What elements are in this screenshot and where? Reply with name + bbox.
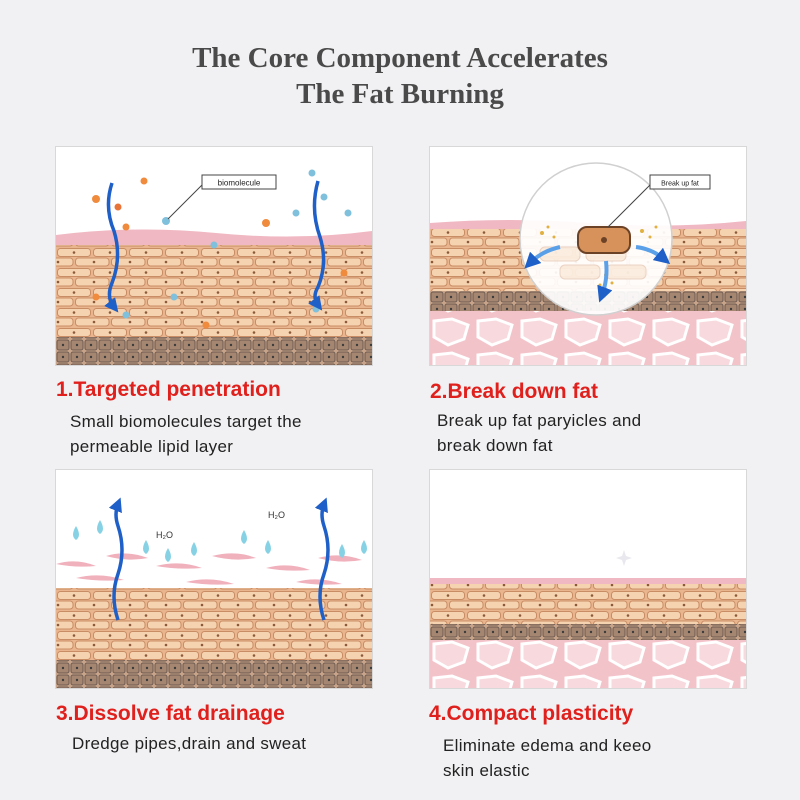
drainage-arrow-left [108,497,124,621]
desc-line: skin elastic [443,761,530,780]
desc-line: Eliminate edema and keeo [443,736,652,755]
penetration-arrow-right [308,180,326,311]
fat-layer [430,584,746,624]
callout-line [167,184,203,220]
desc-line: permeable lipid layer [70,437,234,456]
dermis-layer [56,660,372,688]
biomolecule-particles [92,169,352,329]
callout-break-up-fat: Break up fat [661,181,699,188]
epidermis [430,578,746,584]
desc-line: Small biomolecules target the [70,412,302,431]
water-label: H₂O [268,510,285,520]
page-title: The Core Component Accelerates The Fat B… [0,40,800,112]
heading-targeted-penetration: 1.Targeted penetration [56,378,281,401]
dermis-layer [430,624,746,640]
callout-line [607,184,651,228]
heading-compact-plasticity: 4.Compact plasticity [429,702,634,725]
desc-targeted-penetration: Small biomolecules target the permeable … [70,409,302,459]
panel-targeted-penetration: biomolecule [55,146,373,366]
heading-dissolve-fat-drainage: 3.Dissolve fat drainage [56,702,285,725]
heading-break-down-fat: 2.Break down fat [430,380,599,403]
tissue-layer [430,311,746,365]
title-line-1: The Core Component Accelerates [192,42,608,74]
desc-line: Dredge pipes,drain and sweat [72,734,307,753]
callout-box [649,174,711,190]
desc-dissolve-fat-drainage: Dredge pipes,drain and sweat [72,731,306,756]
fat-layer [56,588,372,660]
water-droplets [73,520,367,562]
dermis-layer [56,337,372,365]
callout-box [201,174,277,190]
drainage-arrow-right [314,497,330,621]
title-line-2: The Fat Burning [296,78,504,110]
sparkle-icon [616,550,632,566]
skin-illustration-1: biomolecule [56,169,372,365]
break-arrow-down [597,260,613,303]
break-arrow-left [524,245,561,269]
callout-biomolecule: biomolecule [218,179,261,188]
skin-illustration-3: H₂O H₂O [56,497,372,688]
skin-illustration-4 [430,550,746,688]
panel-compact-plasticity [429,469,747,689]
penetration-arrow-left [104,182,120,313]
desc-line: break down fat [437,436,553,455]
fat-particle-nucleus [601,237,607,243]
epidermis-flakes [56,553,362,585]
desc-break-down-fat: Break up fat paryicles and break down fa… [437,408,641,458]
panel-break-down-fat: Break up fat [429,146,747,366]
skin-illustration-2: Break up fat [430,162,746,365]
epidermis [56,229,372,247]
break-arrow-right [635,245,671,265]
desc-line: Break up fat paryicles and [437,411,642,430]
water-label: H₂O [156,530,173,540]
desc-compact-plasticity: Eliminate edema and keeo skin elastic [443,733,652,783]
tissue-layer [430,640,746,688]
panel-dissolve-fat-drainage: H₂O H₂O [55,469,373,689]
